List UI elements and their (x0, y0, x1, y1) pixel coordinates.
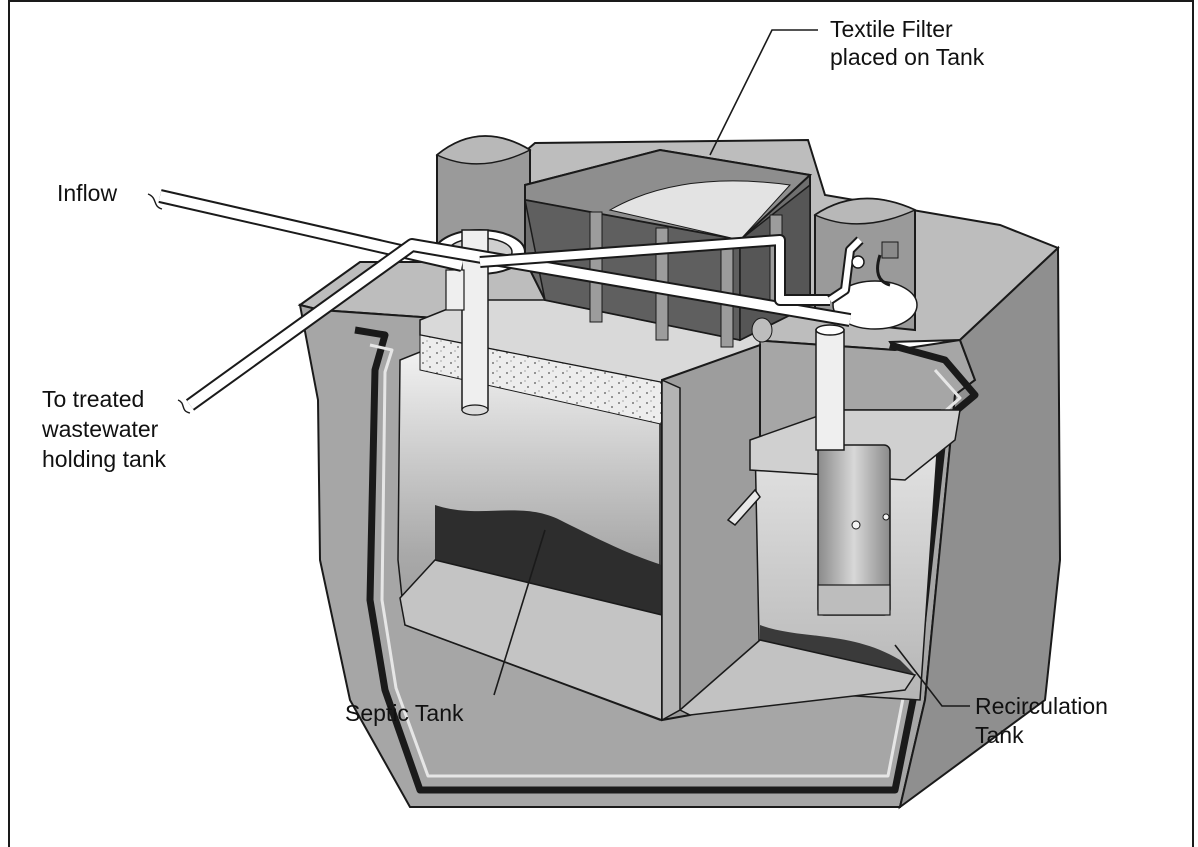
label-textile-filter-line1: Textile Filter (830, 16, 953, 42)
sludge-layer (435, 505, 662, 615)
label-recirc-line2: Tank (975, 722, 1024, 748)
leader-treated (177, 399, 191, 414)
figure-frame (8, 0, 1194, 847)
tank-wall-contour (354, 326, 979, 794)
leader-recirc (894, 644, 970, 707)
label-treated-line3: holding tank (42, 446, 167, 472)
recirc-sludge (760, 625, 915, 675)
recirc-riser-pipe (815, 329, 845, 451)
label-textile-filter-line2: placed on Tank (830, 44, 985, 70)
leader-inflow (147, 193, 163, 210)
label-treated-line2: wastewater (42, 416, 159, 442)
label-inflow: Inflow (57, 180, 118, 206)
leader-textile-filter (709, 29, 818, 156)
label-treated-line1: To treated (42, 386, 145, 412)
label-recirc-line1: Recirculation (975, 693, 1108, 719)
recirc-floor (678, 639, 917, 716)
leader-septic (493, 529, 546, 696)
label-septic-tank: Septic Tank (345, 700, 464, 726)
